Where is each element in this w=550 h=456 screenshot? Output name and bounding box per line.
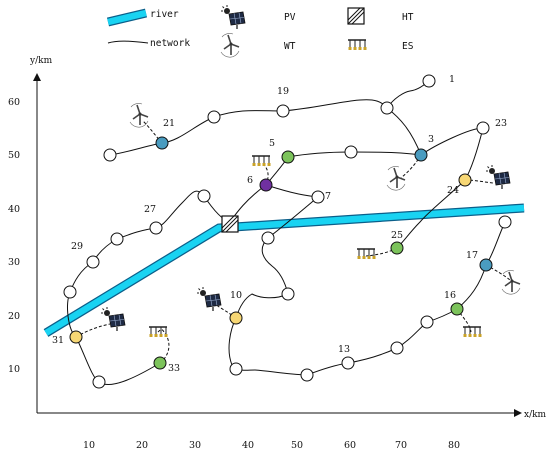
node-plain (300, 368, 314, 382)
node-es (390, 241, 404, 255)
legend-es-icon (347, 39, 368, 51)
node-es (281, 150, 295, 164)
legend-wt-label: WT (284, 41, 296, 52)
node-plain (281, 287, 295, 301)
node-wt (155, 136, 169, 150)
node-plain (341, 356, 355, 370)
legend-river-swatch-fill (107, 9, 147, 26)
ht-box (221, 215, 239, 233)
node-label: 25 (391, 230, 403, 241)
y-tick-label: 30 (8, 257, 20, 268)
node-plain (197, 189, 211, 203)
energy-storage-icon (251, 155, 272, 167)
network-nodes (63, 74, 512, 389)
node-plain (149, 221, 163, 235)
node-label: 10 (230, 290, 242, 301)
x-tick-label: 40 (242, 440, 254, 451)
node-label: 21 (163, 118, 175, 129)
node-es (450, 302, 464, 316)
y-tick-label: 10 (8, 364, 20, 375)
node-plain (498, 215, 512, 229)
legend-ht-icon (347, 7, 365, 25)
node-label: 23 (495, 118, 507, 129)
wind-turbine-icon (501, 269, 521, 295)
river (43, 203, 525, 337)
node-labels: 1 3 5 6 7 10 13 16 17 19 21 23 24 25 27 … (52, 74, 507, 374)
node-plain (380, 101, 394, 115)
legend-pv-icon (220, 4, 246, 30)
y-tick-label: 20 (8, 311, 20, 322)
node-plain (92, 375, 106, 389)
solar-panel-icon (100, 306, 126, 332)
node-plain (390, 341, 404, 355)
node-es (153, 356, 167, 370)
node-label: 16 (444, 290, 456, 301)
legend-river-label: river (150, 9, 179, 20)
node-plain (86, 255, 100, 269)
x-tick-label: 20 (136, 440, 148, 451)
node-label: 19 (277, 86, 289, 97)
solar-panel-icon (196, 286, 222, 312)
legend-wt-icon (220, 32, 240, 58)
node-plain (261, 231, 275, 245)
x-tick-label: 70 (395, 440, 407, 451)
node-wt (479, 258, 493, 272)
node-pv (69, 330, 83, 344)
node-label: 3 (428, 134, 434, 145)
y-axis-label: y/km (29, 56, 53, 66)
legend-network-swatch (107, 40, 149, 44)
node-label: 1 (449, 74, 455, 85)
x-tick-label: 50 (291, 440, 303, 451)
legend: river network PV WT HT ES (106, 4, 414, 58)
y-tick-label: 50 (8, 150, 20, 161)
node-plain (207, 110, 221, 124)
node-plain (103, 148, 117, 162)
x-tick-label: 80 (448, 440, 460, 451)
x-tick-label: 10 (83, 440, 95, 451)
node-plain (63, 285, 77, 299)
node-plain (311, 190, 325, 204)
node-label: 24 (447, 185, 459, 196)
node-label: 5 (269, 138, 275, 149)
y-tick-label: 40 (8, 204, 20, 215)
node-label: 27 (144, 204, 156, 215)
energy-storage-icon (462, 326, 483, 338)
energy-storage-icon (356, 248, 377, 260)
legend-pv-label: PV (284, 12, 296, 23)
axes: y/km x/km 10 20 30 40 50 60 10 20 30 40 … (8, 56, 547, 451)
solar-panel-icon (485, 164, 511, 190)
network-lines (67, 80, 506, 386)
node-pv (229, 311, 243, 325)
legend-es-label: ES (402, 41, 414, 52)
node-label: 17 (466, 250, 478, 261)
node-label: 33 (168, 363, 180, 374)
node-ht (259, 178, 273, 192)
y-tick-label: 60 (8, 97, 20, 108)
node-label: 13 (338, 344, 350, 355)
x-tick-label: 60 (344, 440, 356, 451)
node-plain (422, 74, 436, 88)
legend-network-label: network (150, 38, 190, 49)
node-plain (276, 104, 290, 118)
node-plain (476, 121, 490, 135)
x-axis-label: x/km (524, 410, 547, 420)
node-plain (110, 232, 124, 246)
node-plain (229, 362, 243, 376)
node-label: 29 (71, 241, 83, 252)
node-pv (458, 173, 472, 187)
node-plain (420, 315, 434, 329)
node-label: 31 (52, 335, 64, 346)
node-plain (344, 145, 358, 159)
x-tick-label: 30 (189, 440, 201, 451)
node-label: 7 (325, 191, 331, 202)
legend-ht-label: HT (402, 12, 414, 23)
wind-turbine-icon (386, 165, 406, 191)
node-label: 6 (247, 175, 253, 186)
node-wt (414, 148, 428, 162)
